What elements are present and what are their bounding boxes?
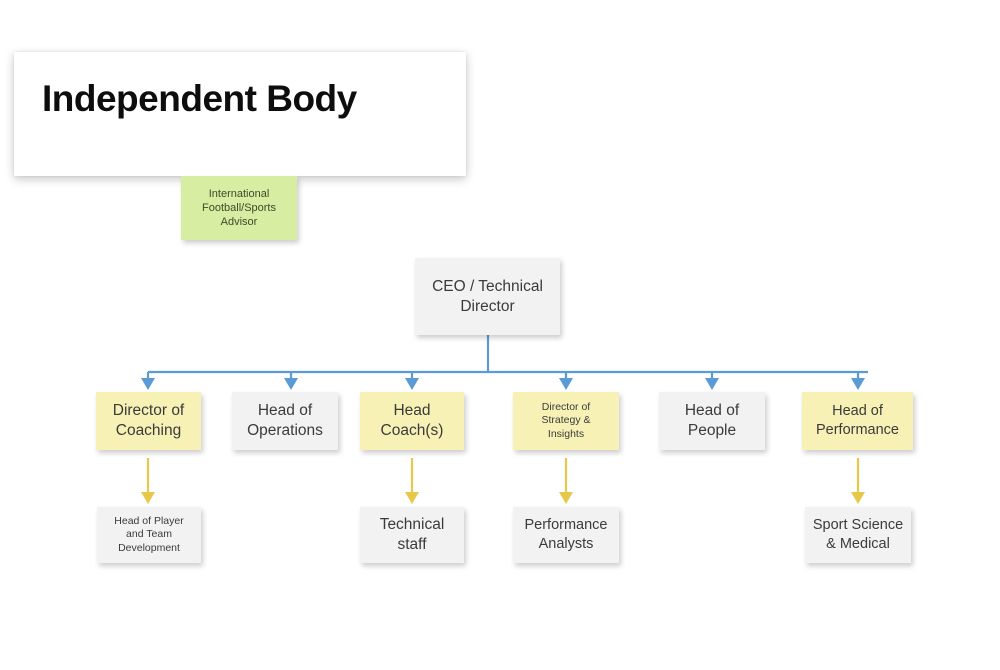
node-director-of-coaching[interactable]: Director of Coaching: [96, 392, 201, 450]
node-line: Football/Sports: [202, 201, 276, 214]
node-line: & Medical: [826, 536, 890, 552]
page-title: Independent Body: [42, 78, 357, 119]
node-head-of-player-and-team-development[interactable]: Head of Player and Team Development: [97, 507, 201, 563]
node-line: International: [208, 187, 270, 200]
node-sport-science-and-medical[interactable]: Sport Science & Medical: [805, 507, 911, 563]
node-ceo-technical-director[interactable]: CEO / Technical Director: [415, 258, 560, 335]
node-international-advisor[interactable]: International Football/Sports Advisor: [181, 176, 297, 240]
node-line: Head: [393, 402, 431, 420]
node-line: Director: [460, 297, 515, 315]
title-card: Independent Body: [14, 52, 466, 176]
node-director-of-strategy-insights[interactable]: Director of Strategy & Insights: [513, 392, 619, 450]
blue-connectors: [146, 335, 868, 381]
node-line: Advisor: [220, 216, 258, 229]
node-line: and Team: [126, 528, 172, 541]
node-line: Performance: [815, 422, 899, 438]
arrowhead-down-icon-10: [851, 492, 865, 504]
node-line: Strategy &: [541, 414, 591, 427]
yellow-connectors: [146, 458, 860, 494]
node-line: Head of: [257, 402, 313, 420]
node-line: Head of Player: [114, 514, 184, 527]
node-technical-staff[interactable]: Technical staff: [360, 507, 464, 563]
node-line: Director of: [541, 400, 591, 413]
node-line: People: [687, 422, 737, 439]
node-line: Performance: [524, 517, 608, 534]
yellow-arrowheads: [141, 492, 865, 504]
node-line: Coach(s): [380, 422, 444, 439]
node-head-of-operations[interactable]: Head of Operations: [232, 392, 338, 450]
blue-arrowheads: [141, 378, 865, 390]
node-line: CEO / Technical: [432, 277, 543, 295]
node-line: Coaching: [115, 422, 182, 439]
arrowhead-down-icon-6: [851, 378, 865, 390]
node-line: Technical: [379, 516, 445, 534]
node-line: Analysts: [538, 536, 594, 552]
arrowhead-down-icon-2: [284, 378, 298, 390]
node-head-coaches[interactable]: Head Coach(s): [360, 392, 464, 450]
node-head-of-performance[interactable]: Head of Performance: [802, 392, 913, 450]
node-line: staff: [397, 536, 427, 553]
arrowhead-down-icon-9: [559, 492, 573, 504]
node-performance-analysts[interactable]: Performance Analysts: [513, 507, 619, 563]
node-line: Development: [118, 541, 180, 554]
arrowhead-down-icon-8: [405, 492, 419, 504]
node-line: Director of: [112, 402, 185, 420]
node-line: Sport Science: [812, 517, 904, 534]
node-line: Head of: [684, 402, 740, 420]
arrowhead-down-icon-1: [141, 378, 155, 390]
node-line: Insights: [547, 427, 585, 440]
node-line: Head of: [832, 403, 883, 420]
node-head-of-people[interactable]: Head of People: [659, 392, 765, 450]
arrowhead-down-icon-7: [141, 492, 155, 504]
arrowhead-down-icon-5: [705, 378, 719, 390]
arrowhead-down-icon-3: [405, 378, 419, 390]
node-line: Operations: [247, 422, 323, 439]
arrowhead-down-icon-4: [559, 378, 573, 390]
